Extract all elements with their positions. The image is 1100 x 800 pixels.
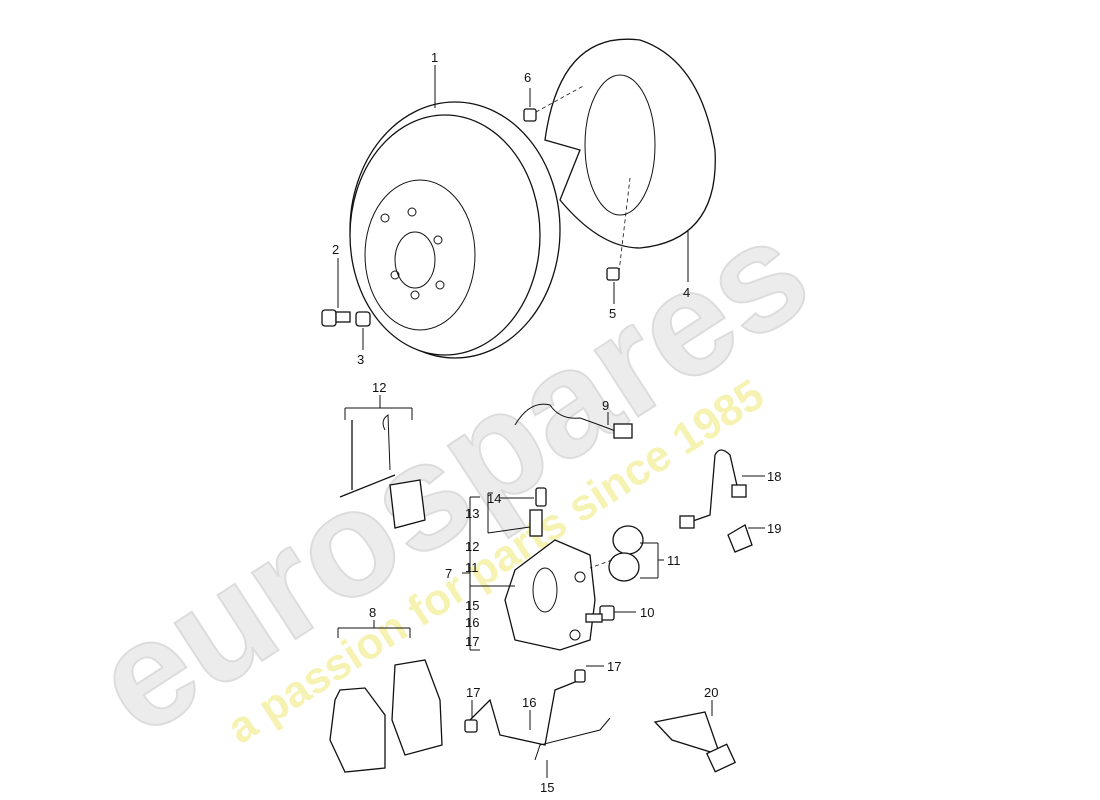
callout-17-right: 17: [607, 659, 621, 674]
caliper-group-16: 16: [465, 615, 479, 630]
callout-11: 11: [667, 553, 681, 568]
caliper-group-13: 13: [465, 506, 479, 521]
callout-16: 16: [522, 695, 536, 710]
pad-wear-sensor: [514, 403, 633, 439]
caliper-bleed-line: [464, 669, 611, 761]
callout-19: 19: [767, 521, 781, 536]
grease-tube: [653, 711, 737, 773]
shield-screw: [606, 267, 620, 281]
callout-14: 14: [487, 491, 501, 506]
callout-17-left: 17: [466, 685, 480, 700]
callout-8: 8: [369, 605, 376, 620]
brake-disc: [349, 101, 561, 359]
shield-screw-upper: [523, 108, 537, 122]
callout-9: 9: [602, 398, 609, 413]
brake-caliper: [504, 487, 596, 651]
callout-18: 18: [767, 469, 781, 484]
caliper-group-15: 15: [465, 598, 479, 613]
callout-12: 12: [372, 380, 386, 395]
callout-7: 7: [445, 566, 452, 581]
callout-15: 15: [540, 780, 554, 795]
caliper-bolt: [585, 605, 615, 623]
caliper-group-11: 11: [465, 560, 479, 575]
callout-2: 2: [332, 242, 339, 257]
piston-seals: [589, 525, 664, 582]
brake-pads: [329, 620, 443, 773]
callout-20: 20: [704, 685, 718, 700]
dust-shield: [544, 38, 716, 249]
pad-retainer-kit: [339, 395, 426, 529]
callout-6: 6: [524, 70, 531, 85]
caliper-group-17: 17: [465, 634, 479, 649]
hose-clip: [727, 524, 753, 553]
callout-10: 10: [640, 605, 654, 620]
callout-4: 4: [683, 285, 690, 300]
caliper-group-12: 12: [465, 539, 479, 554]
callout-1: 1: [431, 50, 438, 65]
disc-nut: [355, 311, 371, 327]
disc-screw: [321, 309, 351, 327]
callout-3: 3: [357, 352, 364, 367]
brake-line: [679, 449, 747, 529]
callout-5: 5: [609, 306, 616, 321]
caliper-bracket: [462, 492, 534, 651]
